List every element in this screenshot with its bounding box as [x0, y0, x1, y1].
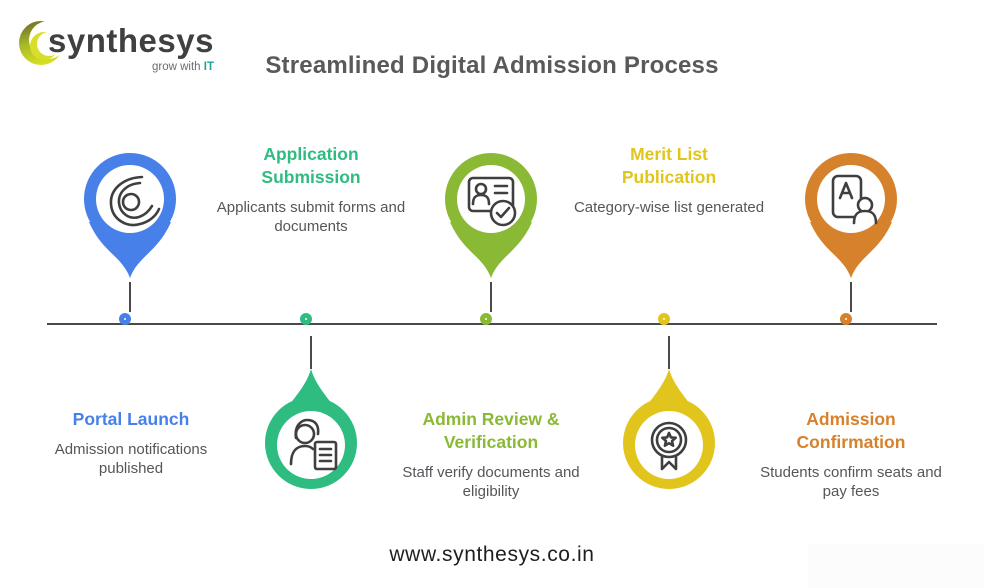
step4-drop-marker	[623, 369, 715, 489]
step2-title: Application Submission	[261, 144, 361, 188]
step4-description: Category-wise list generated	[573, 199, 765, 217]
step3-title: Admin Review & Verification	[422, 409, 560, 453]
merit-medal-star-icon	[650, 421, 688, 471]
step4-connector-stem	[668, 336, 670, 369]
step2-drop-marker	[265, 369, 357, 489]
website-url[interactable]: www.synthesys.co.in	[389, 543, 595, 566]
step4-title: Merit List Publication	[621, 144, 717, 188]
step3-connector-stem	[490, 282, 492, 312]
applicant-with-document-icon	[289, 418, 338, 471]
step4-timeline-node	[658, 313, 670, 325]
tagline-it-text: IT	[203, 61, 214, 73]
step3-text-block: Admin Review & Verification Staff verify…	[386, 408, 596, 502]
step3-description: Staff verify documents and eligibility	[402, 464, 580, 500]
step4-text-block: Merit List Publication Category-wise lis…	[564, 143, 774, 218]
step1-title: Portal Launch	[72, 409, 190, 429]
step1-text-block: Portal Launch Admission notifications pu…	[26, 408, 236, 479]
step3-timeline-node	[480, 313, 492, 325]
step5-pin-marker	[805, 153, 897, 278]
brand-wordmark: synthesys	[48, 22, 214, 59]
step1-description: Admission notifications published	[54, 441, 208, 477]
step2-connector-stem	[310, 336, 312, 369]
step2-description: Applicants submit forms and documents	[216, 199, 406, 235]
step1-timeline-node	[119, 313, 131, 325]
step5-text-block: Admission Confirmation Students confirm …	[746, 408, 956, 502]
brand-logo: synthesys grow with IT	[16, 14, 226, 76]
step5-connector-stem	[850, 282, 852, 312]
footer-watermark-block	[808, 544, 984, 588]
brand-tagline: grow with IT	[151, 61, 214, 73]
timeline-line	[47, 323, 937, 325]
step3-pin-marker	[445, 153, 537, 278]
portal-launch-swoosh-icon	[109, 175, 161, 227]
step2-timeline-node	[300, 313, 312, 325]
step1-pin-marker	[84, 153, 176, 278]
id-card-verified-icon	[467, 176, 517, 227]
step5-timeline-node	[840, 313, 852, 325]
step5-description: Students confirm seats and pay fees	[760, 464, 942, 500]
page-title: Streamlined Digital Admission Process	[265, 52, 719, 79]
step5-title: Admission Confirmation	[796, 409, 906, 453]
admit-card-person-icon	[831, 174, 878, 225]
step1-connector-stem	[129, 282, 131, 312]
crescent-logo-icon	[19, 21, 66, 65]
step2-text-block: Application Submission Applicants submit…	[206, 143, 416, 237]
